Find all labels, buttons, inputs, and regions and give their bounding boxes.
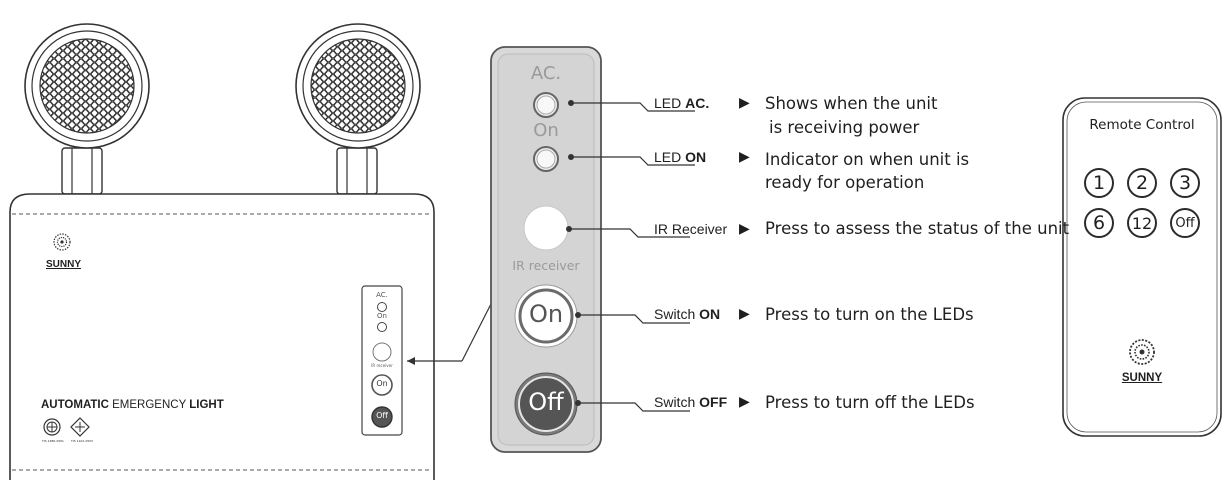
tis-standard-icon — [70, 417, 90, 437]
callout-led-ac-plain: LED — [654, 95, 686, 111]
enlarged-control-panel — [490, 46, 602, 453]
mini-switch-off: Off — [376, 411, 388, 420]
callout-switch-off-desc: Press to turn off the LEDs — [765, 393, 975, 412]
callout-switch-on-label: Switch ON — [654, 306, 720, 322]
callout-switch-on-plain: Switch — [654, 306, 700, 322]
callout-switch-off-bold: OFF — [699, 394, 728, 410]
arrow-icon: ▶ — [739, 306, 750, 322]
product-name-part3: LIGHT — [189, 399, 224, 411]
callout-switch-on-desc: Press to turn on the LEDs — [765, 305, 974, 324]
product-name-part1: AUTOMATIC — [41, 399, 109, 411]
mini-on-label: On — [377, 312, 387, 320]
callout-led-ac-bold: AC. — [685, 95, 710, 111]
callout-switch-on-bold: ON — [699, 306, 721, 322]
mini-control-panel — [361, 285, 403, 436]
remote-button-3[interactable]: 3 — [1170, 168, 1200, 198]
leader-lines — [569, 102, 695, 412]
remote-sunny-logo-icon — [1129, 339, 1155, 365]
panel-ir-label: IR receiver — [512, 258, 580, 273]
callout-led-ac-label: LED AC. — [654, 95, 709, 111]
arrow-icon: ▶ — [739, 95, 750, 111]
remote-button-6[interactable]: 6 — [1084, 208, 1114, 238]
remote-button-1[interactable]: 1 — [1084, 168, 1114, 198]
panel-switch-on-text: On — [528, 300, 564, 328]
remote-title: Remote Control — [1089, 117, 1195, 133]
right-lamp-head — [295, 23, 421, 195]
product-name: AUTOMATIC EMERGENCY LIGHT — [41, 399, 224, 411]
unit-brand: SUNNY — [46, 259, 82, 270]
arrow-icon: ▶ — [739, 149, 750, 165]
callout-led-ac-desc-1: Shows when the unit — [765, 94, 938, 113]
callout-ir-receiver-label: IR Receiver — [654, 221, 727, 237]
cert-label-2: TIS 1102-2553 — [71, 439, 93, 443]
callout-switch-off-label: Switch OFF — [654, 394, 727, 410]
remote-button-off[interactable]: Off — [1170, 208, 1200, 238]
callout-led-on-plain: LED — [654, 149, 686, 165]
callout-ir-desc: Press to assess the status of the unit — [765, 219, 1070, 238]
callout-led-on-bold: ON — [685, 149, 707, 165]
callout-ir-plain: IR Receiver — [654, 221, 728, 237]
callout-led-on-desc-1: Indicator on when unit is — [765, 150, 970, 169]
remote-button-12[interactable]: 12 — [1127, 208, 1157, 238]
tis-certification-icon — [43, 418, 61, 436]
mini-ir-label: IR receiver — [371, 363, 393, 368]
sunny-logo-icon — [53, 233, 71, 251]
arrow-icon: ▶ — [739, 394, 750, 410]
cert-label-1: TIS 1386-2561 — [42, 439, 64, 443]
arrow-icon: ▶ — [739, 221, 750, 237]
callout-led-ac-desc-2: is receiving power — [769, 118, 920, 137]
panel-switch-off-text: Off — [528, 388, 564, 416]
remote-brand: SUNNY — [1121, 372, 1163, 384]
callout-led-on-desc-2: ready for operation — [765, 173, 925, 192]
left-lamp-head — [24, 23, 150, 195]
remote-button-2[interactable]: 2 — [1127, 168, 1157, 198]
remote-control-body — [1062, 97, 1222, 437]
callout-switch-off-plain: Switch — [654, 394, 700, 410]
panel-on-label: On — [533, 120, 559, 141]
mini-ac-label: AC. — [376, 291, 388, 299]
callout-led-on-label: LED ON — [654, 149, 706, 165]
emergency-light-body — [9, 193, 435, 480]
panel-ac-label: AC. — [530, 63, 562, 84]
mini-switch-on: On — [376, 379, 388, 388]
product-name-part2: EMERGENCY — [108, 399, 190, 411]
